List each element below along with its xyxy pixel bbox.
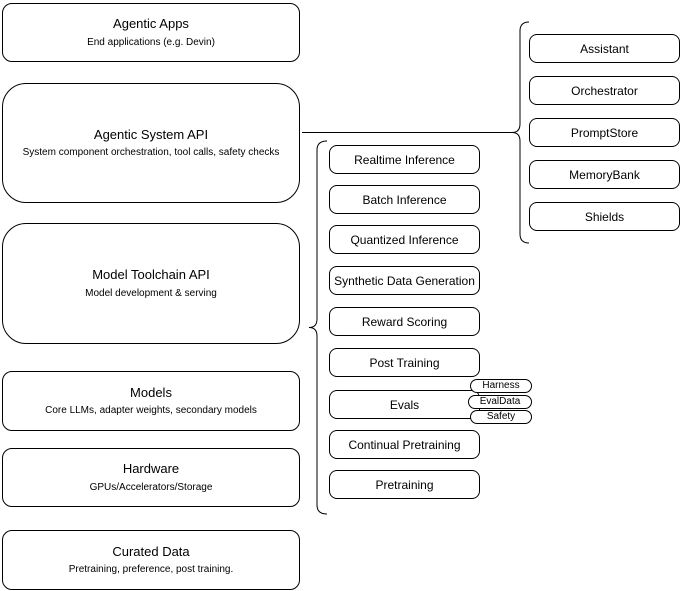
box-orchestrator: Orchestrator xyxy=(529,76,680,105)
box-label: Continual Pretraining xyxy=(348,437,461,452)
box-shields: Shields xyxy=(529,202,680,231)
box-title: Hardware xyxy=(122,461,180,477)
box-models: Models Core LLMs, adapter weights, secon… xyxy=(2,371,300,431)
box-agentic-system-api: Agentic System API System component orch… xyxy=(2,83,300,203)
box-label: Synthetic Data Generation xyxy=(334,273,475,288)
box-hardware: Hardware GPUs/Accelerators/Storage xyxy=(2,448,300,507)
box-label: MemoryBank xyxy=(569,167,640,182)
box-batch-inference: Batch Inference xyxy=(329,185,480,214)
box-title: Models xyxy=(130,384,172,400)
box-title: Agentic Apps xyxy=(113,16,189,32)
box-label: Shields xyxy=(584,209,625,224)
tag-harness: Harness xyxy=(470,379,532,393)
box-label: Quantized Inference xyxy=(350,232,459,247)
box-subtitle: Model development & serving xyxy=(85,287,217,299)
tag-label: Safety xyxy=(486,411,516,422)
box-synthetic-data-generation: Synthetic Data Generation xyxy=(329,266,480,295)
box-realtime-inference: Realtime Inference xyxy=(329,145,480,174)
box-title: Model Toolchain API xyxy=(92,267,210,283)
box-post-training: Post Training xyxy=(329,348,480,377)
tag-evaldata: EvalData xyxy=(468,395,532,409)
box-subtitle: GPUs/Accelerators/Storage xyxy=(89,481,213,493)
toolchain-brace xyxy=(308,140,328,515)
box-reward-scoring: Reward Scoring xyxy=(329,307,480,336)
box-subtitle: End applications (e.g. Devin) xyxy=(87,36,215,48)
box-pretraining: Pretraining xyxy=(329,470,480,499)
box-label: PromptStore xyxy=(570,125,639,140)
box-curated-data: Curated Data Pretraining, preference, po… xyxy=(2,530,300,590)
box-title: Curated Data xyxy=(112,543,190,559)
box-subtitle: System component orchestration, tool cal… xyxy=(22,147,280,159)
box-evals: Evals xyxy=(329,390,480,419)
box-title: Agentic System API xyxy=(93,126,209,142)
box-label: Post Training xyxy=(369,355,440,370)
box-quantized-inference: Quantized Inference xyxy=(329,225,480,254)
tag-label: EvalData xyxy=(479,396,521,407)
tag-safety: Safety xyxy=(470,410,532,424)
box-label: Evals xyxy=(389,397,420,412)
box-subtitle: Core LLMs, adapter weights, secondary mo… xyxy=(45,405,257,417)
box-label: Realtime Inference xyxy=(354,152,455,167)
box-label: Reward Scoring xyxy=(361,314,448,329)
box-label: Orchestrator xyxy=(571,83,638,98)
system-components-brace xyxy=(511,21,530,244)
box-promptstore: PromptStore xyxy=(529,118,680,147)
box-label: Assistant xyxy=(580,41,629,56)
box-memorybank: MemoryBank xyxy=(529,160,680,189)
box-subtitle: Pretraining, preference, post training. xyxy=(68,564,234,576)
box-continual-pretraining: Continual Pretraining xyxy=(329,430,480,459)
box-label: Batch Inference xyxy=(362,192,447,207)
box-agentic-apps: Agentic Apps End applications (e.g. Devi… xyxy=(2,3,300,62)
box-model-toolchain-api: Model Toolchain API Model development & … xyxy=(2,223,300,344)
tag-label: Harness xyxy=(482,380,520,391)
box-assistant: Assistant xyxy=(529,34,680,63)
box-label: Pretraining xyxy=(375,477,434,492)
